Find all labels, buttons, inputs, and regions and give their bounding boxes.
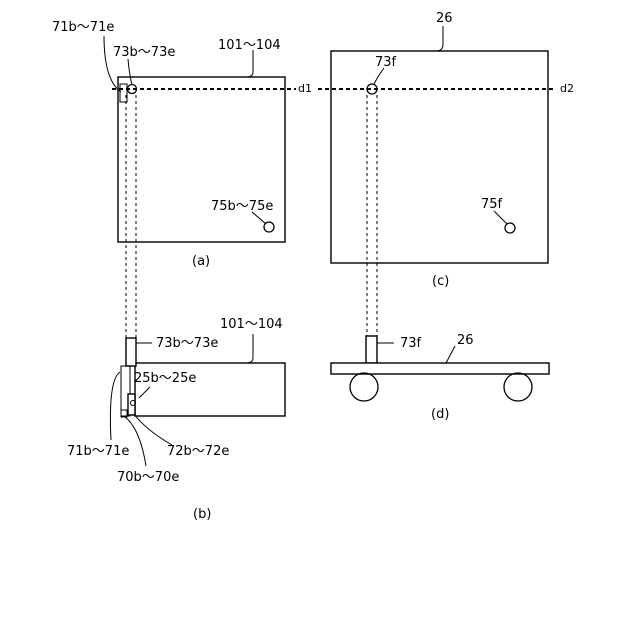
part-73f-pin — [366, 336, 377, 363]
caption-d: (d) — [431, 407, 449, 422]
label-25-b: 25b～25e — [134, 371, 196, 386]
label-73f-c: 73f — [375, 55, 397, 70]
view-c: 26 73f 75f (c) — [331, 11, 548, 289]
leader-26-c — [436, 26, 443, 51]
label-72-b: 72b～72e — [167, 444, 229, 459]
label-101-b: 101～104 — [220, 317, 283, 332]
caption-a: (a) — [192, 254, 210, 269]
leader-101-b — [246, 334, 253, 363]
label-75f-c: 75f — [481, 197, 503, 212]
view-a: 71b～71e 73b～73e 101～104 75b～75e (a) — [52, 20, 285, 269]
label-71-b: 71b～71e — [67, 444, 129, 459]
label-73-b: 73b～73e — [156, 336, 218, 351]
label-75-a: 75b～75e — [211, 199, 273, 214]
label-71-a: 71b～71e — [52, 20, 114, 35]
leader-101-a — [246, 50, 253, 77]
part-73-pin — [126, 338, 136, 366]
label-73f-d: 73f — [400, 336, 422, 351]
leader-71-b — [110, 372, 120, 440]
caption-c: (c) — [432, 274, 449, 289]
label-70-b: 70b～70e — [117, 470, 179, 485]
label-d2: d2 — [560, 82, 574, 95]
label-101-a: 101～104 — [218, 38, 281, 53]
label-d1: d1 — [298, 82, 312, 95]
plate-26-top-view — [331, 51, 548, 263]
caption-b: (b) — [193, 507, 211, 522]
label-26-c: 26 — [436, 11, 453, 26]
view-d: 73f 26 (d) — [331, 333, 549, 422]
wheel-right — [504, 373, 532, 401]
label-26-d: 26 — [457, 333, 474, 348]
wheel-left — [350, 373, 378, 401]
label-73-a: 73b～73e — [113, 45, 175, 60]
leader-26-d — [446, 346, 455, 363]
module-top-view — [118, 77, 285, 242]
view-b: 73b～73e 101～104 25b～25e 71b～71e 72b～72e … — [67, 317, 285, 522]
plate-26-side — [331, 363, 549, 374]
